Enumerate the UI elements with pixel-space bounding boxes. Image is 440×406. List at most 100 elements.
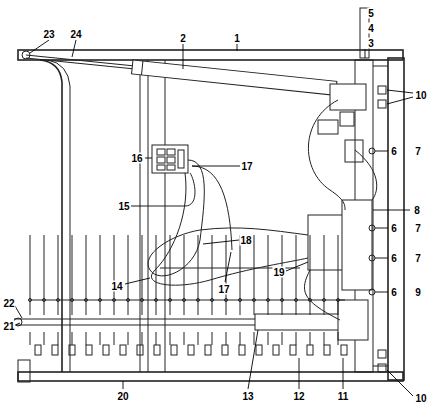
callout-number: 18: [239, 235, 252, 246]
motor-unit: [369, 225, 375, 231]
callout-number: 24: [69, 29, 82, 40]
spring-grid: [44, 235, 45, 315]
spring-grid: [69, 345, 75, 355]
callout-number: 8: [413, 205, 421, 216]
leader-lines: [72, 40, 76, 57]
callout-number: 2: [179, 33, 187, 44]
callout-number: 11: [337, 391, 350, 402]
callout-number: 6: [390, 223, 398, 234]
callout-number: 17: [217, 284, 230, 295]
control-box: [178, 150, 184, 168]
leader-lines: [373, 210, 410, 211]
spring-grid: [30, 235, 31, 315]
control-box: [157, 149, 165, 155]
callout-number: 19: [272, 267, 285, 278]
control-box: [152, 145, 188, 173]
motor-unit: [308, 120, 375, 295]
head-actuator: [330, 84, 366, 110]
head-actuator: [141, 61, 142, 75]
callout-number: 1: [233, 33, 241, 44]
control-box: [152, 145, 188, 173]
leader-lines: [375, 258, 388, 259]
spring-grid: [52, 345, 58, 355]
head-actuator: [378, 86, 386, 94]
spring-grid: [273, 345, 279, 355]
spring-grid: [212, 235, 213, 315]
callout-number: 6: [390, 253, 398, 264]
spring-grid: [142, 235, 143, 315]
foot-actuator: [14, 300, 386, 372]
spring-grid: [290, 345, 296, 355]
callout-number: 23: [42, 29, 55, 40]
leader-lines: [15, 40, 413, 396]
leader-lines: [365, 49, 366, 58]
callout-number: 20: [116, 391, 129, 402]
spring-grid: [324, 345, 330, 355]
spring-grid: [338, 332, 339, 345]
spring-grid: [282, 332, 283, 345]
spring-grid: [137, 345, 143, 355]
leader-lines: [225, 252, 231, 282]
spring-grid: [324, 332, 325, 345]
spring-grid: [256, 345, 262, 355]
callout-number: 16: [130, 153, 143, 164]
frame: [18, 360, 30, 382]
frame: [388, 58, 404, 380]
foot-actuator: [14, 319, 255, 320]
spring-grid: [103, 345, 109, 355]
spring-grid: [212, 332, 213, 345]
foot-actuator: [378, 364, 386, 372]
spring-grid: [30, 300, 345, 301]
spring-grid: [86, 332, 87, 345]
leader-lines: [183, 44, 184, 69]
leader-lines: [125, 278, 150, 284]
spring-grid: [240, 332, 241, 345]
control-box: [157, 165, 165, 170]
control-box: [167, 157, 175, 163]
spring-grid: [100, 332, 101, 345]
spring-grid: [86, 345, 92, 355]
spring-grid: [268, 332, 269, 345]
leader-lines: [15, 323, 20, 325]
leader-lines: [131, 206, 142, 207]
spring-grid: [341, 345, 347, 355]
leader-lines: [192, 166, 240, 167]
spring-grid: [198, 235, 199, 315]
spring-grid: [240, 235, 241, 315]
leader-lines: [203, 240, 239, 244]
callout-number: 10: [414, 90, 427, 101]
spring-grid: [86, 235, 87, 315]
head-actuator: [26, 55, 386, 126]
leader-lines: [15, 306, 22, 318]
callout-number: 17: [240, 161, 253, 172]
head-actuator: [26, 58, 135, 69]
head-actuator: [132, 60, 337, 95]
cables: [151, 173, 308, 285]
spring-grid: [58, 332, 59, 345]
cables: [355, 150, 377, 200]
callout-number: 10: [414, 393, 427, 404]
foot-actuator: [338, 300, 368, 340]
frame: [18, 50, 403, 60]
spring-grid: [100, 235, 101, 315]
spring-grid: [268, 235, 269, 315]
cables: [142, 100, 377, 320]
leader-lines: [299, 358, 300, 389]
leader-lines: [387, 370, 413, 396]
leader-lines: [375, 151, 388, 152]
callout-number: 22: [2, 298, 15, 309]
foot-actuator: [255, 314, 345, 330]
leader-lines: [343, 358, 344, 389]
leader-lines: [375, 292, 388, 293]
spring-grid: [171, 345, 177, 355]
leader-lines: [286, 262, 308, 271]
motor-unit: [369, 148, 375, 154]
leader-lines: [30, 40, 49, 53]
spring-grid: [120, 345, 126, 355]
motor-unit: [342, 200, 372, 290]
spring-grid: [44, 332, 45, 345]
leader-lines: [387, 97, 413, 104]
frame: [18, 372, 403, 381]
